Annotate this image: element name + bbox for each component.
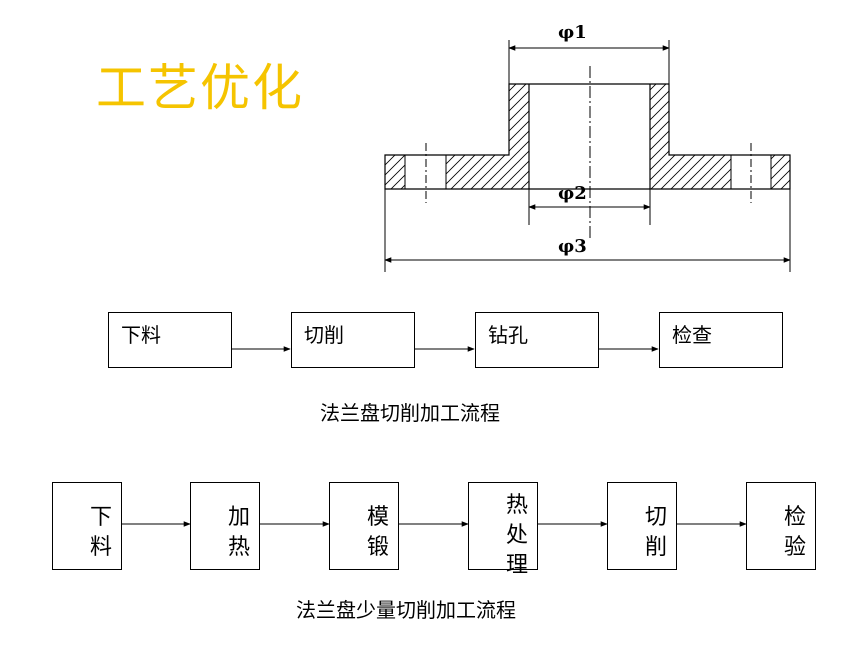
dim-label-phi1: φ1	[558, 22, 587, 43]
flow2-step-heat-treatment: 热处理	[468, 482, 538, 578]
flow2-step-machining: 切削	[607, 482, 677, 570]
flow2-step-label: 加热	[227, 505, 250, 560]
flow2-step-label: 切削	[644, 505, 667, 560]
flow1-step-machining: 切削	[291, 312, 415, 368]
dim-label-phi3: φ3	[558, 236, 587, 257]
hatch-left-edge	[384, 154, 406, 190]
flow2-step-label: 模锻	[366, 505, 389, 560]
flow2-step-label: 检验	[783, 505, 806, 560]
flow1-step-cutting-stock: 下料	[108, 312, 232, 368]
flow1-caption: 法兰盘切削加工流程	[320, 401, 500, 425]
dim-label-phi2: φ2	[558, 183, 587, 204]
flow2-step-die-forging: 模锻	[329, 482, 399, 570]
flow2-step-cutting-stock: 下料	[52, 482, 122, 570]
slide-title: 工艺优化	[96, 59, 304, 117]
flow2-step-label: 热处理	[505, 493, 528, 578]
flow2-step-heating: 加热	[190, 482, 260, 570]
flow2-step-inspection: 检验	[746, 482, 816, 570]
hatch-right	[649, 83, 732, 190]
flow1-step-inspection: 检查	[659, 312, 783, 368]
flow2-caption: 法兰盘少量切削加工流程	[296, 598, 516, 622]
flow1-step-drilling: 钻孔	[475, 312, 599, 368]
flow2-step-label: 下料	[89, 505, 112, 560]
hatch-left	[445, 83, 530, 190]
hatch-right-edge	[770, 154, 791, 190]
